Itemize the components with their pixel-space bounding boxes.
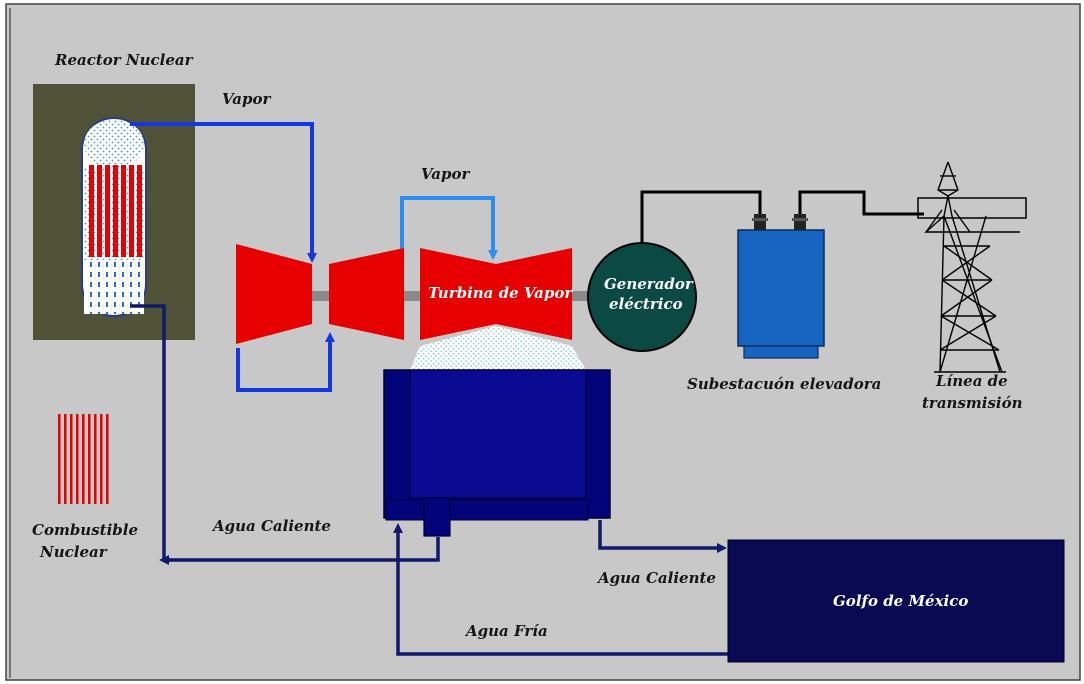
steam-pipe-reactor-to-turbine — [130, 122, 317, 263]
generator-label-line1: Generador — [604, 275, 694, 293]
generator-to-substation-wire — [640, 190, 762, 243]
steam-pipe-between-turbines — [400, 196, 498, 260]
steam-pipe-reheat-loop — [236, 332, 335, 392]
substation-label: Subestacuón elevadora — [687, 375, 881, 393]
transmission-line-label-line1: Línea de — [935, 372, 1008, 390]
cold-water-intake-pipe — [393, 523, 728, 656]
hot-water-label-2: Agua Caliente — [596, 569, 716, 587]
generator-label-line2: eléctrico — [609, 295, 683, 313]
reactor-label: Reactor Nuclear — [54, 51, 194, 69]
turbine-label: Turbina de Vapor — [428, 284, 573, 302]
transformer-icon — [737, 214, 825, 359]
fuel-label-line1: Combustible — [32, 521, 138, 539]
cold-water-label: Agua Fría — [464, 622, 548, 640]
gulf-label: Golfo de México — [833, 592, 968, 610]
transmission-line-label-line2: transmisión — [922, 394, 1023, 412]
gulf-of-mexico — [727, 539, 1065, 663]
hot-water-label-1: Agua Caliente — [211, 517, 331, 535]
hot-water-to-gulf-pipe — [598, 520, 727, 553]
transmission-tower-icon — [917, 161, 1027, 373]
steam-label-1: Vapor — [222, 90, 271, 108]
condenser — [383, 326, 611, 537]
substation-to-line-wire — [798, 190, 924, 222]
steam-turbine-icon — [236, 244, 594, 344]
reactor-vessel-icon — [33, 84, 195, 340]
steam-label-2: Vapor — [421, 165, 470, 183]
fuel-label-line2: Nuclear — [39, 543, 108, 561]
fuel-rods-icon — [58, 414, 109, 504]
